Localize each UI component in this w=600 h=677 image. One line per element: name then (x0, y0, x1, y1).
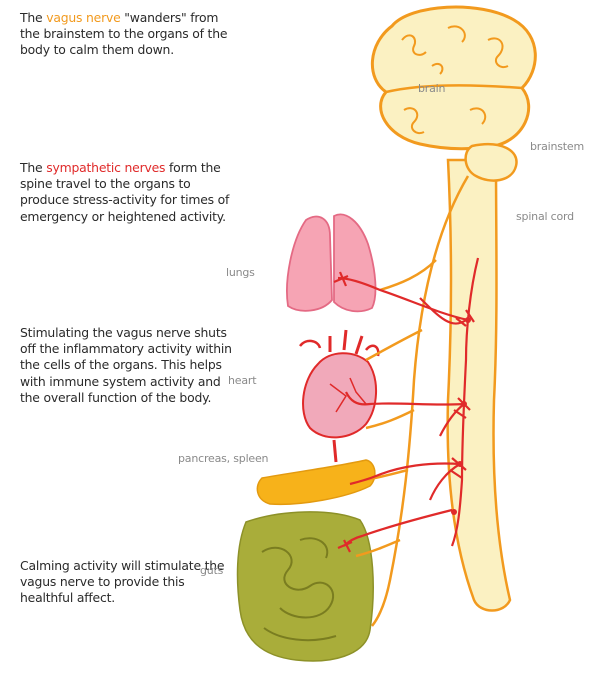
label-pancreas-spleen: pancreas, spleen (178, 452, 268, 465)
spinal-cord (448, 160, 510, 611)
label-heart: heart (228, 374, 256, 387)
brainstem (466, 144, 517, 180)
label-brainstem: brainstem (530, 140, 584, 153)
lungs (287, 214, 376, 311)
label-guts: guts (200, 564, 223, 577)
label-spinal-cord: spinal cord (516, 210, 574, 223)
label-lungs: lungs (226, 266, 255, 279)
label-brain: brain (418, 82, 445, 95)
brain (372, 7, 535, 149)
heart (300, 330, 378, 462)
guts (238, 512, 374, 661)
